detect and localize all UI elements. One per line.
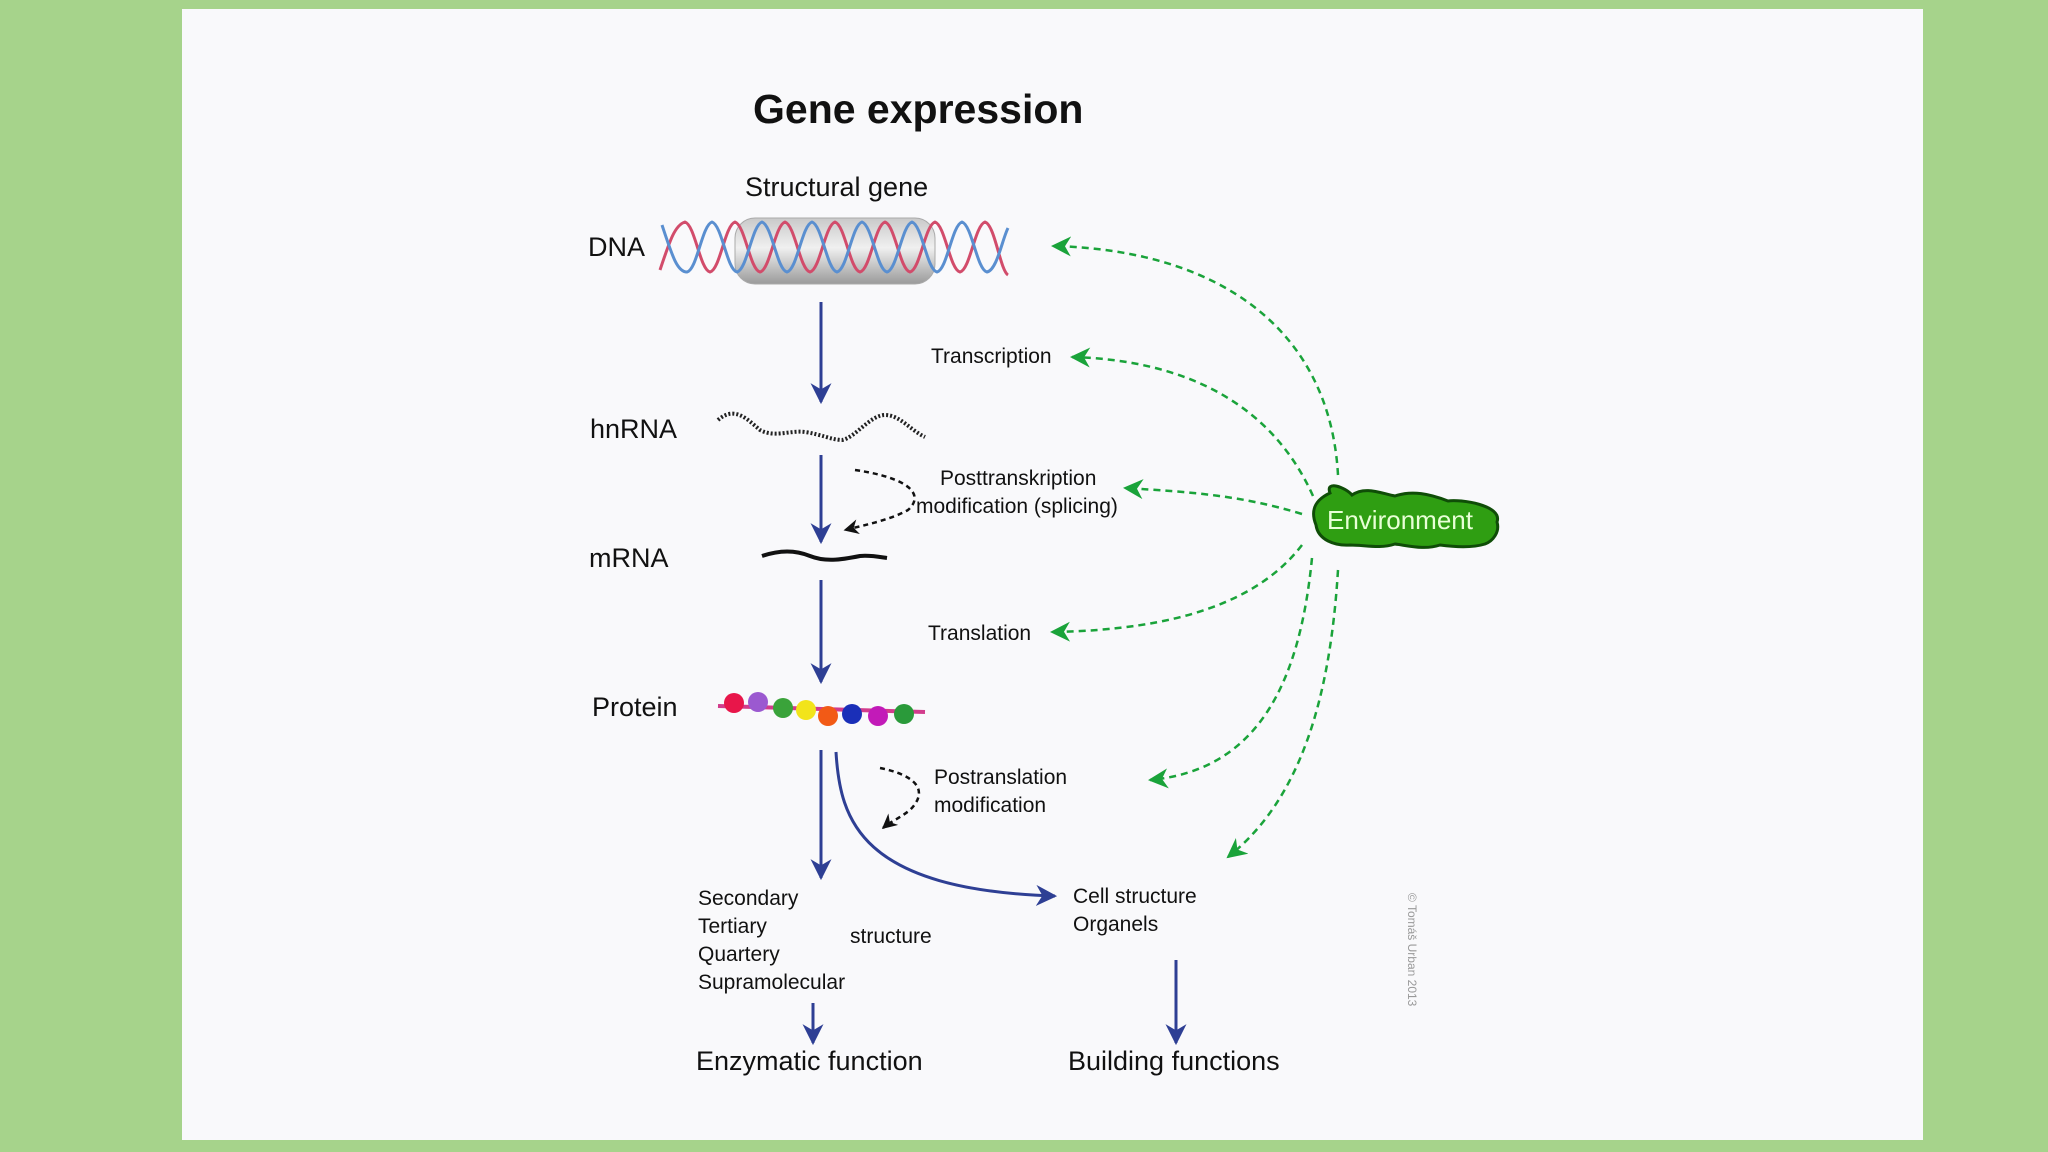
structural-gene-region xyxy=(734,217,936,285)
cell-structure-list: Cell structure Organels xyxy=(1073,883,1197,939)
protein-bead xyxy=(724,693,744,713)
translation-label: Translation xyxy=(928,622,1032,645)
page-title: Gene expression xyxy=(753,86,1084,132)
building-functions-label: Building functions xyxy=(1068,1046,1280,1076)
slide-background xyxy=(182,9,1923,1140)
postranslation-arrow xyxy=(879,766,921,829)
enzymatic-function-label: Enzymatic function xyxy=(696,1046,923,1076)
postranslation-label-line2: modification xyxy=(934,794,1047,817)
dna-label: DNA xyxy=(588,232,646,262)
posttranscription-label-line1: Posttranskription xyxy=(940,467,1097,490)
protein-chain xyxy=(717,692,926,726)
copyright-text: © Tomáš Urban 2013 xyxy=(1405,893,1419,1007)
dna-helix xyxy=(658,217,1010,285)
protein-bead xyxy=(796,700,816,720)
mrna-strand xyxy=(761,549,888,562)
structure-word: structure xyxy=(850,925,932,948)
protein-bead xyxy=(773,698,793,718)
structure-level-item: Quartery xyxy=(698,943,780,966)
postranslation-label-line1: Postranslation xyxy=(934,766,1068,789)
posttranscription-label-line2: modification (splicing) xyxy=(916,495,1118,518)
structure-level-item: Tertiary xyxy=(698,915,767,938)
structure-level-item: Secondary xyxy=(698,887,799,910)
cell-structure-item: Cell structure xyxy=(1073,885,1197,908)
environment-arrows xyxy=(1050,236,1340,859)
cell-structure-item: Organels xyxy=(1073,913,1159,936)
hnrna-strand xyxy=(716,411,926,443)
environment-cloud xyxy=(1312,484,1500,549)
structural-gene-label: Structural gene xyxy=(745,172,929,202)
protein-bead xyxy=(842,704,862,724)
protein-label: Protein xyxy=(592,692,678,722)
splicing-arrow xyxy=(843,468,916,535)
protein-bead xyxy=(818,706,838,726)
transcription-label: Transcription xyxy=(931,345,1052,368)
structure-level-item: Supramolecular xyxy=(698,971,846,994)
dna-strand-red xyxy=(658,220,1010,277)
protein-bead xyxy=(868,706,888,726)
arrow-protein-to-cell-structure xyxy=(834,751,1058,906)
dna-strand-blue xyxy=(660,220,1010,274)
environment-label: Environment xyxy=(1327,505,1473,535)
structure-levels-list: Secondary Tertiary Quartery Supramolecul… xyxy=(698,885,845,997)
protein-bead xyxy=(748,692,768,712)
hnrna-label: hnRNA xyxy=(590,414,678,444)
mrna-label: mRNA xyxy=(589,543,669,573)
protein-bead xyxy=(894,704,914,724)
